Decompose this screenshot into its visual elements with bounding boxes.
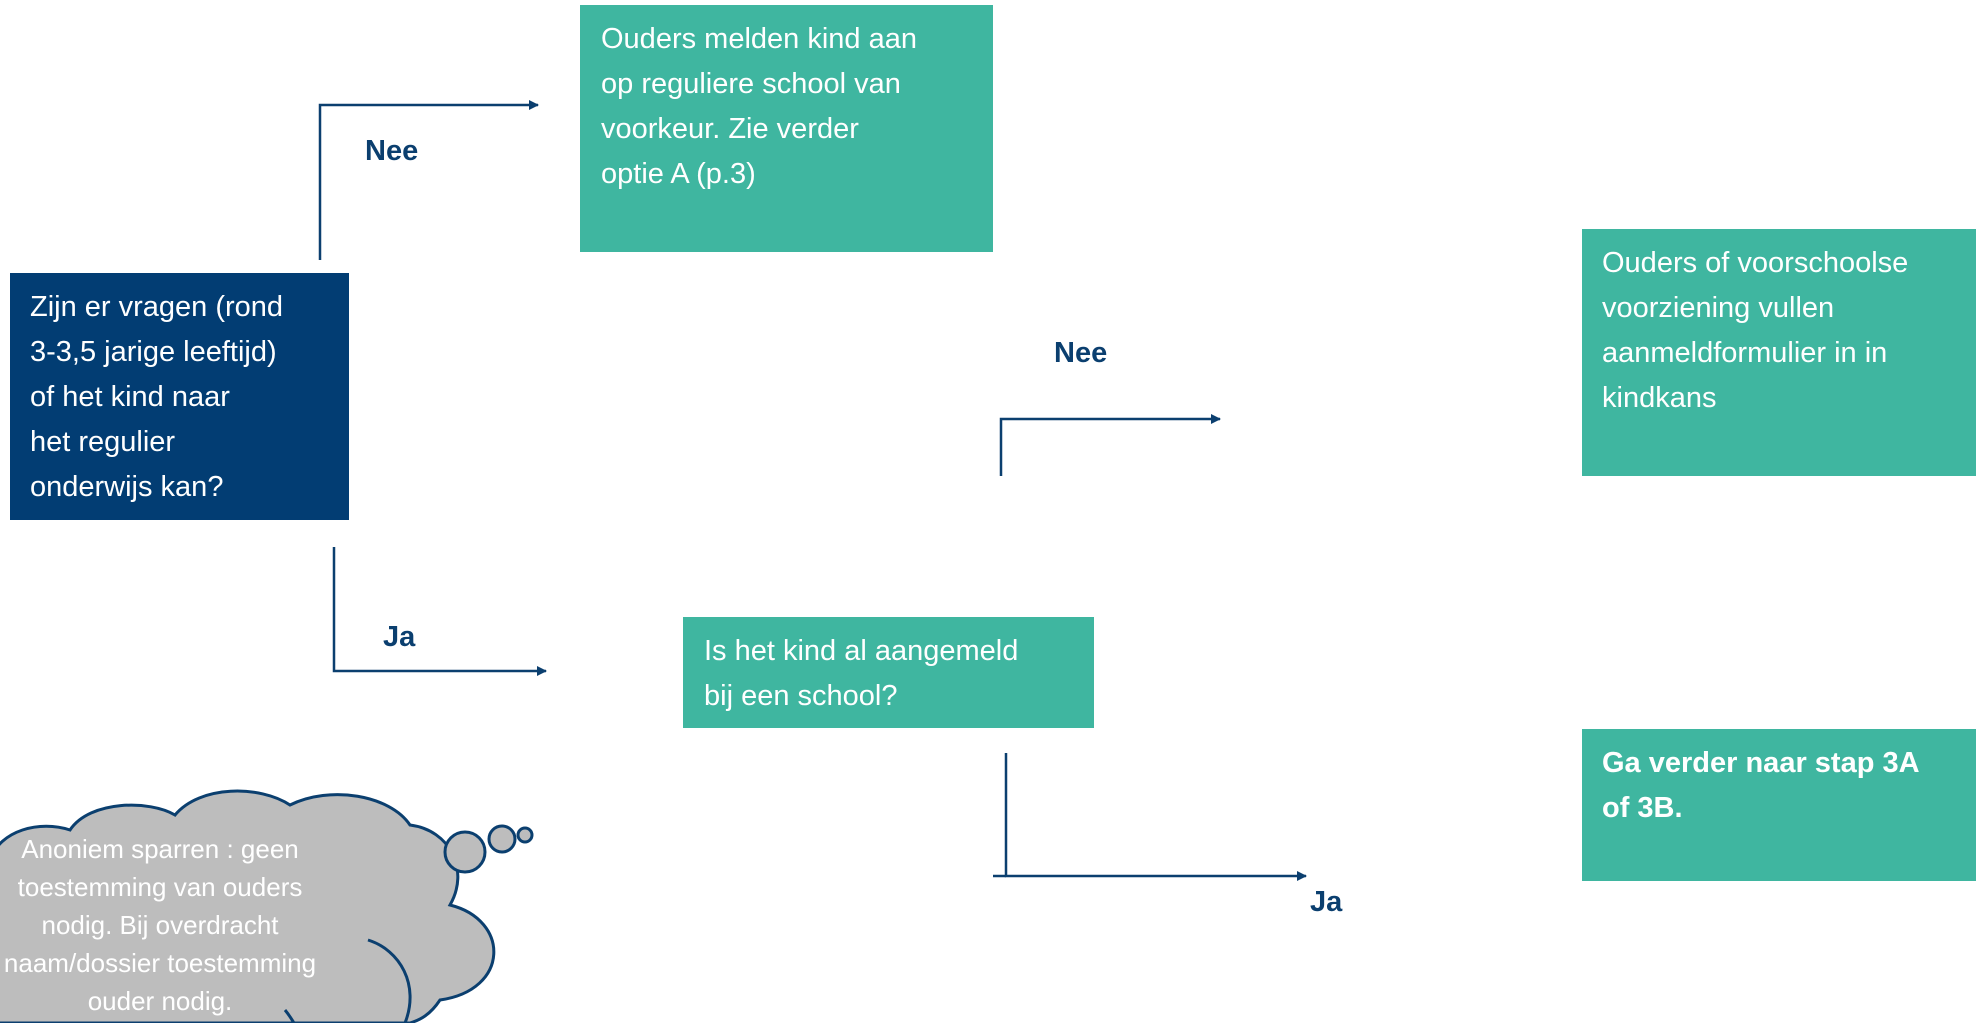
- cloud-line: nodig. Bij overdracht: [41, 910, 279, 940]
- nee-label-top: Nee: [365, 135, 419, 167]
- aanmeldformulier-box: Ouders of voorschoolse voorziening vulle…: [1582, 229, 1976, 476]
- aangemeld-line: bij een school?: [704, 680, 898, 712]
- aangemeld-line: Is het kind al aangemeld: [704, 635, 1019, 667]
- question-box: Zijn er vragen (rond 3-3,5 jarige leefti…: [10, 273, 349, 520]
- nee-label-middle: Nee: [1054, 337, 1108, 369]
- aanmeldformulier-line: aanmeldformulier in in: [1602, 337, 1888, 369]
- stap-line: Ga verder naar stap 3A: [1602, 747, 1920, 779]
- ouders-melden-box: Ouders melden kind aan op reguliere scho…: [580, 5, 993, 252]
- aangemeld-question-box: Is het kind al aangemeld bij een school?: [683, 617, 1094, 728]
- ouders-melden-line: Ouders melden kind aan: [601, 23, 917, 55]
- cloud-text: Anoniem sparren : geen toestemming van o…: [0, 830, 340, 1020]
- ouders-melden-line: optie A (p.3): [601, 158, 756, 190]
- stap-line: of 3B.: [1602, 792, 1683, 824]
- aanmeldformulier-line: voorziening vullen: [1602, 292, 1835, 324]
- ouders-melden-line: op reguliere school van: [601, 68, 901, 100]
- nee-arrow-top: [318, 100, 539, 260]
- cloud-line: toestemming van ouders: [17, 872, 303, 902]
- cloud-line: Anoniem sparren : geen: [21, 834, 299, 864]
- cloud-line: ouder nodig.: [87, 986, 233, 1016]
- question-line: het regulier: [30, 426, 176, 458]
- ja-label-left: Ja: [383, 621, 416, 653]
- aanmeldformulier-line: kindkans: [1602, 382, 1717, 414]
- question-line: of het kind naar: [30, 381, 230, 413]
- ja-label-bottom: Ja: [1310, 886, 1343, 918]
- ouders-melden-line: voorkeur. Zie verder: [601, 113, 859, 145]
- nee-arrow-middle: [999, 414, 1221, 476]
- thought-cloud: [0, 789, 534, 1023]
- question-line: 3-3,5 jarige leeftijd): [30, 336, 277, 368]
- stap-3-box: Ga verder naar stap 3A of 3B.: [1582, 729, 1976, 881]
- question-line: onderwijs kan?: [30, 471, 224, 503]
- aanmeldformulier-line: Ouders of voorschoolse: [1602, 247, 1909, 279]
- ja-arrow-bottom: [1004, 753, 1307, 881]
- question-line: Zijn er vragen (rond: [30, 291, 284, 323]
- ja-arrow-left: [332, 547, 547, 676]
- cloud-line: naam/dossier toestemming: [3, 948, 317, 978]
